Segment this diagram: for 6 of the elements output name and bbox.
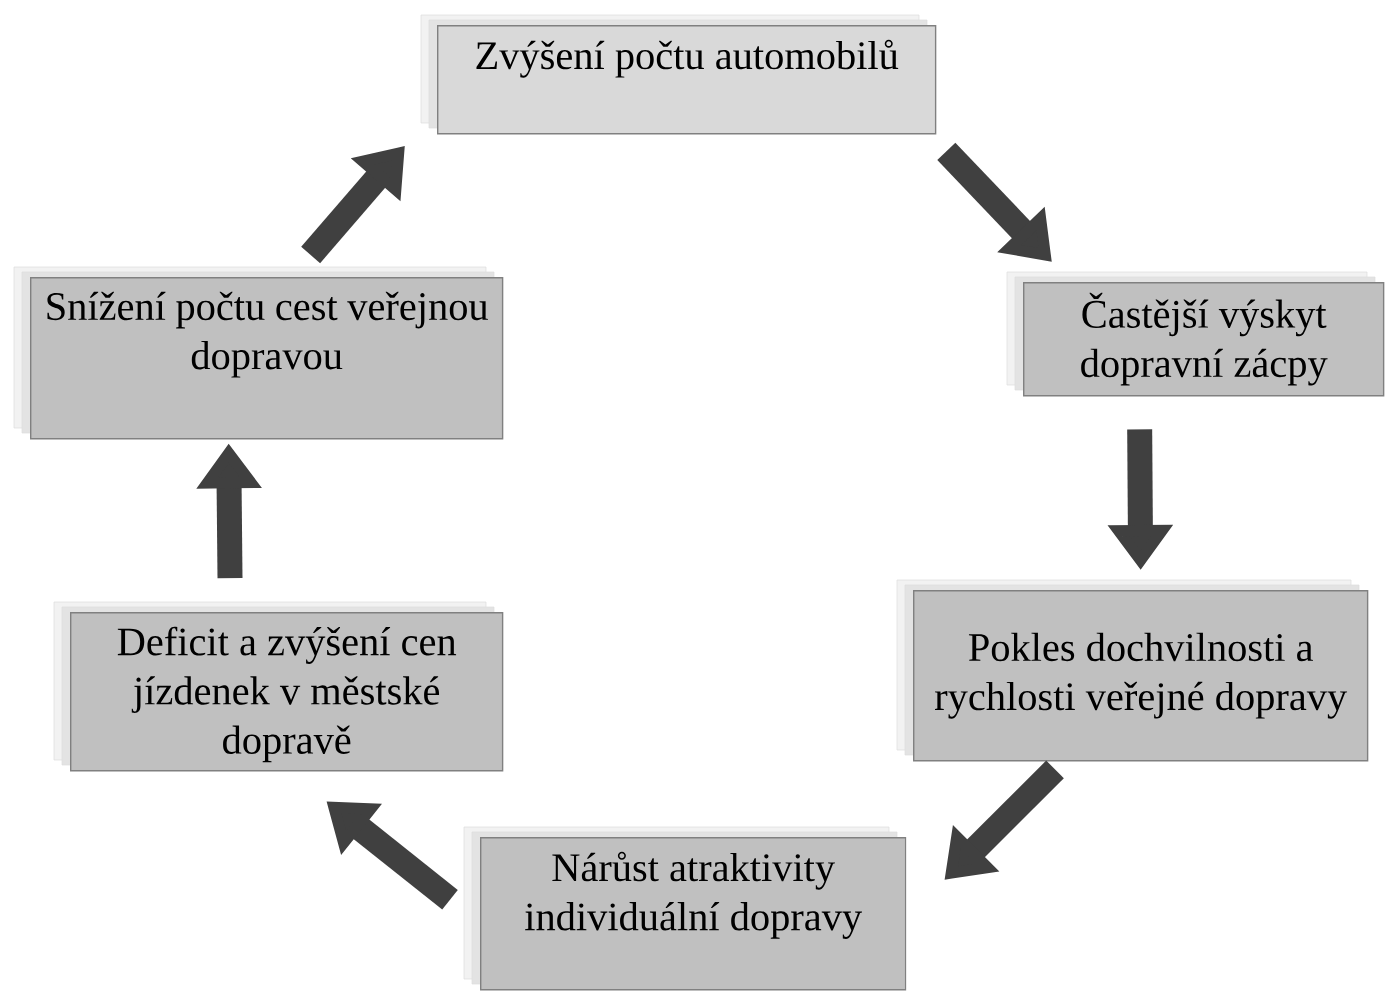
- process-box: Snížení počtu cest veřejnou dopravou: [13, 266, 504, 440]
- process-box: Deficit a zvýšení cen jízdenek v městské dopravě: [53, 601, 504, 772]
- process-box: Častější výskyt dopravní zácpy: [1006, 271, 1385, 397]
- process-box: Nárůst atraktivity individuální dopravy: [463, 826, 907, 991]
- process-box: Pokles dochvilnosti a rychlosti veřejné dopravy: [896, 579, 1369, 762]
- process-box: Zvýšení počtu automobilů: [420, 14, 937, 135]
